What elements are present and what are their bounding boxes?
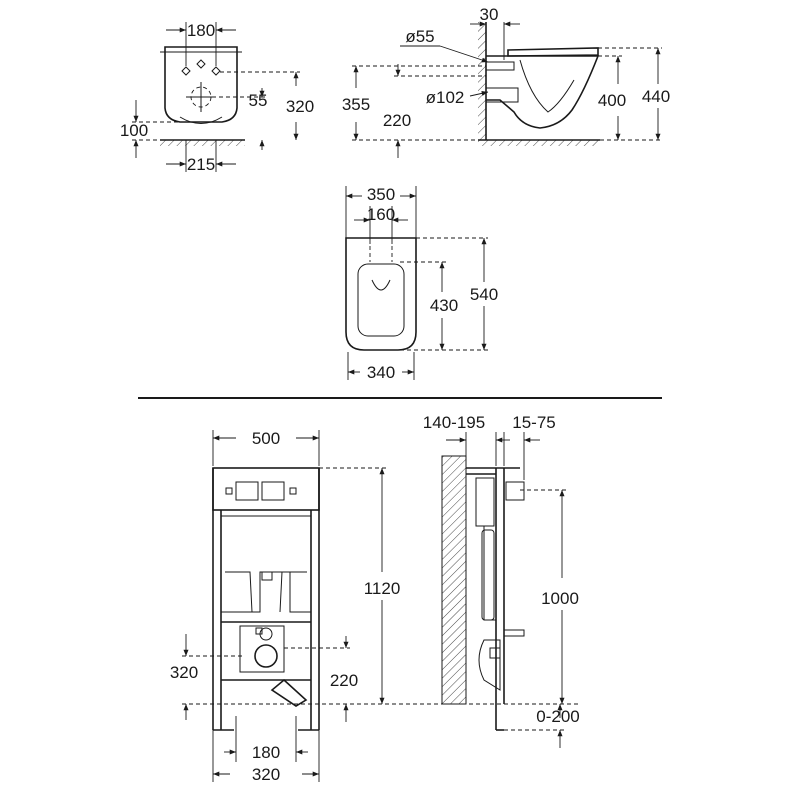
drain-bend bbox=[478, 639, 501, 691]
front-view: 180 320 55 100 215 bbox=[120, 21, 314, 174]
seat-opening bbox=[357, 263, 405, 337]
dim-top-160: 160 bbox=[367, 205, 395, 224]
dim-frame-0-200: 0-200 bbox=[536, 707, 579, 726]
seat-side bbox=[507, 47, 599, 57]
flush-button-side bbox=[505, 481, 525, 501]
bowl-side-outline bbox=[486, 55, 600, 129]
dim-side-d102: ø102 bbox=[426, 88, 465, 107]
dim-side-355: 355 bbox=[342, 95, 370, 114]
dim-frame-15-75: 15-75 bbox=[512, 413, 555, 432]
dim-frame-180: 180 bbox=[252, 743, 280, 762]
inlet-pipe bbox=[485, 61, 515, 71]
drain-elbow bbox=[270, 678, 308, 707]
dim-frame-1000: 1000 bbox=[541, 589, 579, 608]
dim-front-180: 180 bbox=[187, 21, 215, 40]
dim-front-55: 55 bbox=[249, 91, 268, 110]
dim-front-215: 215 bbox=[187, 155, 215, 174]
flush-pipe bbox=[481, 529, 495, 621]
cistern-outline bbox=[220, 515, 312, 613]
dim-side-400: 400 bbox=[598, 91, 626, 110]
dim-top-540: 540 bbox=[470, 285, 498, 304]
dim-front-100: 100 bbox=[120, 121, 148, 140]
side-view: 30 ø55 ø102 355 220 400 440 bbox=[342, 5, 670, 158]
dim-top-350: 350 bbox=[367, 185, 395, 204]
outlet-ring bbox=[254, 644, 278, 668]
dim-frame-320b: 320 bbox=[252, 765, 280, 784]
dim-side-220: 220 bbox=[383, 111, 411, 130]
flush-valve bbox=[475, 477, 495, 527]
bolt-mark-left bbox=[181, 66, 191, 76]
bolt-mark-right bbox=[211, 66, 221, 76]
seat-top-outline bbox=[345, 237, 417, 351]
dim-side-d55: ø55 bbox=[405, 27, 434, 46]
bowl-front-outline bbox=[164, 46, 238, 123]
dim-frame-1120: 1120 bbox=[364, 579, 401, 598]
dim-top-430: 430 bbox=[430, 296, 458, 315]
frame-top-box bbox=[212, 467, 320, 511]
frame-side-view: 140-195 15-75 1000 0-200 bbox=[423, 413, 580, 748]
top-view: 350 160 430 540 340 bbox=[345, 185, 498, 382]
dim-frame-320: 320 bbox=[170, 663, 198, 682]
bolt-side bbox=[503, 629, 525, 637]
dim-frame-500: 500 bbox=[252, 429, 280, 448]
flush-button-left bbox=[235, 481, 259, 501]
mounting-plate bbox=[239, 625, 285, 673]
wall-section bbox=[441, 455, 467, 705]
dim-side-440: 440 bbox=[642, 87, 670, 106]
dim-frame-220: 220 bbox=[330, 671, 358, 690]
dim-front-320: 320 bbox=[286, 97, 314, 116]
dim-frame-140-195: 140-195 bbox=[423, 413, 485, 432]
dim-side-30: 30 bbox=[480, 5, 499, 24]
dim-top-340: 340 bbox=[367, 363, 395, 382]
flush-button-right bbox=[261, 481, 285, 501]
frame-front-view: 500 1120 320 220 180 320 bbox=[170, 429, 580, 784]
